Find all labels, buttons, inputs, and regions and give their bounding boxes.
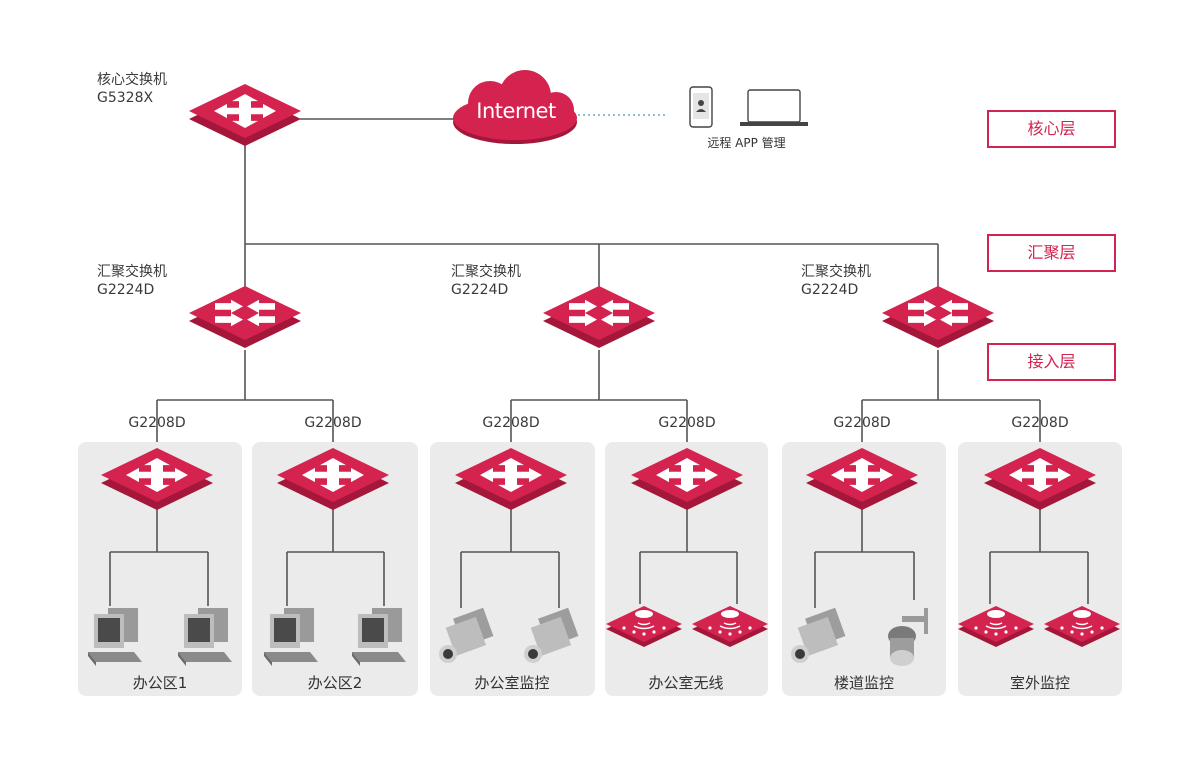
desktop-computer-icon [88, 608, 142, 666]
aggregation-switch-icon [543, 286, 655, 348]
zone-label: 楼道监控 [833, 674, 894, 692]
aggregation-switch-icon [882, 286, 994, 348]
desktop-computer-icon [264, 608, 318, 666]
aggregation-switch-title: 汇聚交换机 [97, 264, 167, 280]
aggregation-switch-icon [189, 286, 301, 348]
core-switch-title: 核心交换机 [97, 72, 167, 88]
remote-app-label: 远程 APP 管理 [707, 136, 786, 150]
access-switch-icon [984, 448, 1096, 510]
wireless-access-point-icon [1043, 605, 1121, 648]
access-switch-icon [455, 448, 567, 510]
zone-label: 办公区2 [307, 674, 363, 692]
desktop-computer-icon [178, 608, 232, 666]
zone-label: 室外监控 [1009, 674, 1070, 692]
aggregation-switch-model: G2224D [801, 282, 859, 298]
core-switch-model: G5328X [97, 90, 154, 106]
access-switch-icon [631, 448, 743, 510]
access-switch-icon [277, 448, 389, 510]
bullet-camera-icon [791, 607, 846, 663]
access-switch-icon [101, 448, 213, 510]
aggregation-switch-title: 汇聚交换机 [801, 264, 871, 280]
smartphone-icon [689, 86, 713, 128]
access-switch-model: G2208D [304, 415, 362, 431]
wireless-access-point-icon [691, 605, 769, 648]
access-switch-model: G2208D [1011, 415, 1069, 431]
zone-label: 办公区1 [132, 674, 188, 692]
aggregation-switch-title: 汇聚交换机 [451, 264, 521, 280]
internet-label: Internet [476, 99, 556, 123]
access-switch-model: G2208D [482, 415, 540, 431]
access-switch-model: G2208D [128, 415, 186, 431]
aggregation-switch-model: G2224D [97, 282, 155, 298]
access-switch-model: G2208D [833, 415, 891, 431]
layer-access-label: 接入层 [987, 343, 1116, 381]
bullet-camera-icon [524, 607, 579, 663]
desktop-computer-icon [352, 608, 406, 666]
dome-camera-icon [888, 608, 928, 666]
access-switch-icon [806, 448, 918, 510]
access-switch-model: G2208D [658, 415, 716, 431]
layer-aggregation-label: 汇聚层 [987, 234, 1116, 272]
bullet-camera-icon [439, 607, 494, 663]
layer-core-label: 核心层 [987, 110, 1116, 148]
core-switch-icon [189, 84, 301, 146]
cloud-icon [453, 70, 577, 144]
wireless-access-point-icon [605, 605, 683, 648]
zone-label: 办公室监控 [474, 674, 550, 692]
zone-label: 办公室无线 [648, 674, 724, 692]
laptop-icon [740, 89, 808, 126]
aggregation-switch-model: G2224D [451, 282, 509, 298]
wireless-access-point-icon [957, 605, 1035, 648]
